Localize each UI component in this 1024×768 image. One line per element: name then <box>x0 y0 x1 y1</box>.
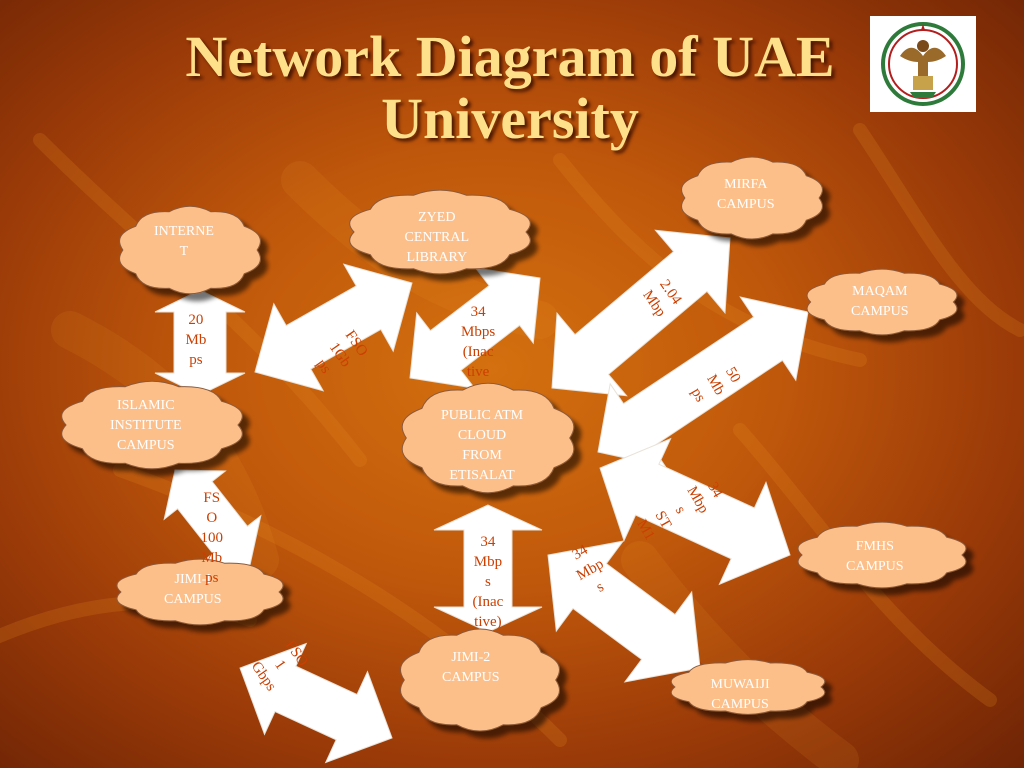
uae-university-logo <box>870 16 976 112</box>
cloud-jimi1 <box>116 558 284 626</box>
arrow-zyed-atm <box>409 267 541 389</box>
cloud-muwaiji <box>670 659 826 715</box>
cloud-mirfa <box>681 156 823 240</box>
cloud-jimi2 <box>400 628 560 732</box>
page-title: Network Diagram of UAE University <box>130 26 890 150</box>
uae-university-falcon-emblem-icon <box>881 22 965 106</box>
arrow-jimi1-jimi2 <box>239 642 393 764</box>
arrow-mirfa <box>551 229 731 397</box>
cloud-zyed <box>349 189 531 275</box>
campus-clouds <box>61 156 967 732</box>
cloud-fmhs <box>797 521 967 589</box>
link-arrows <box>154 229 809 764</box>
title-line-2: University <box>381 86 639 151</box>
cloud-internet <box>119 205 261 295</box>
cloud-maqam <box>806 268 958 336</box>
cloud-atm <box>401 382 575 494</box>
arrow-fso-1gbps <box>254 263 413 392</box>
cloud-islamic <box>61 380 243 470</box>
title-line-1: Network Diagram of UAE <box>185 24 835 89</box>
arrow-fmhs <box>599 437 791 586</box>
